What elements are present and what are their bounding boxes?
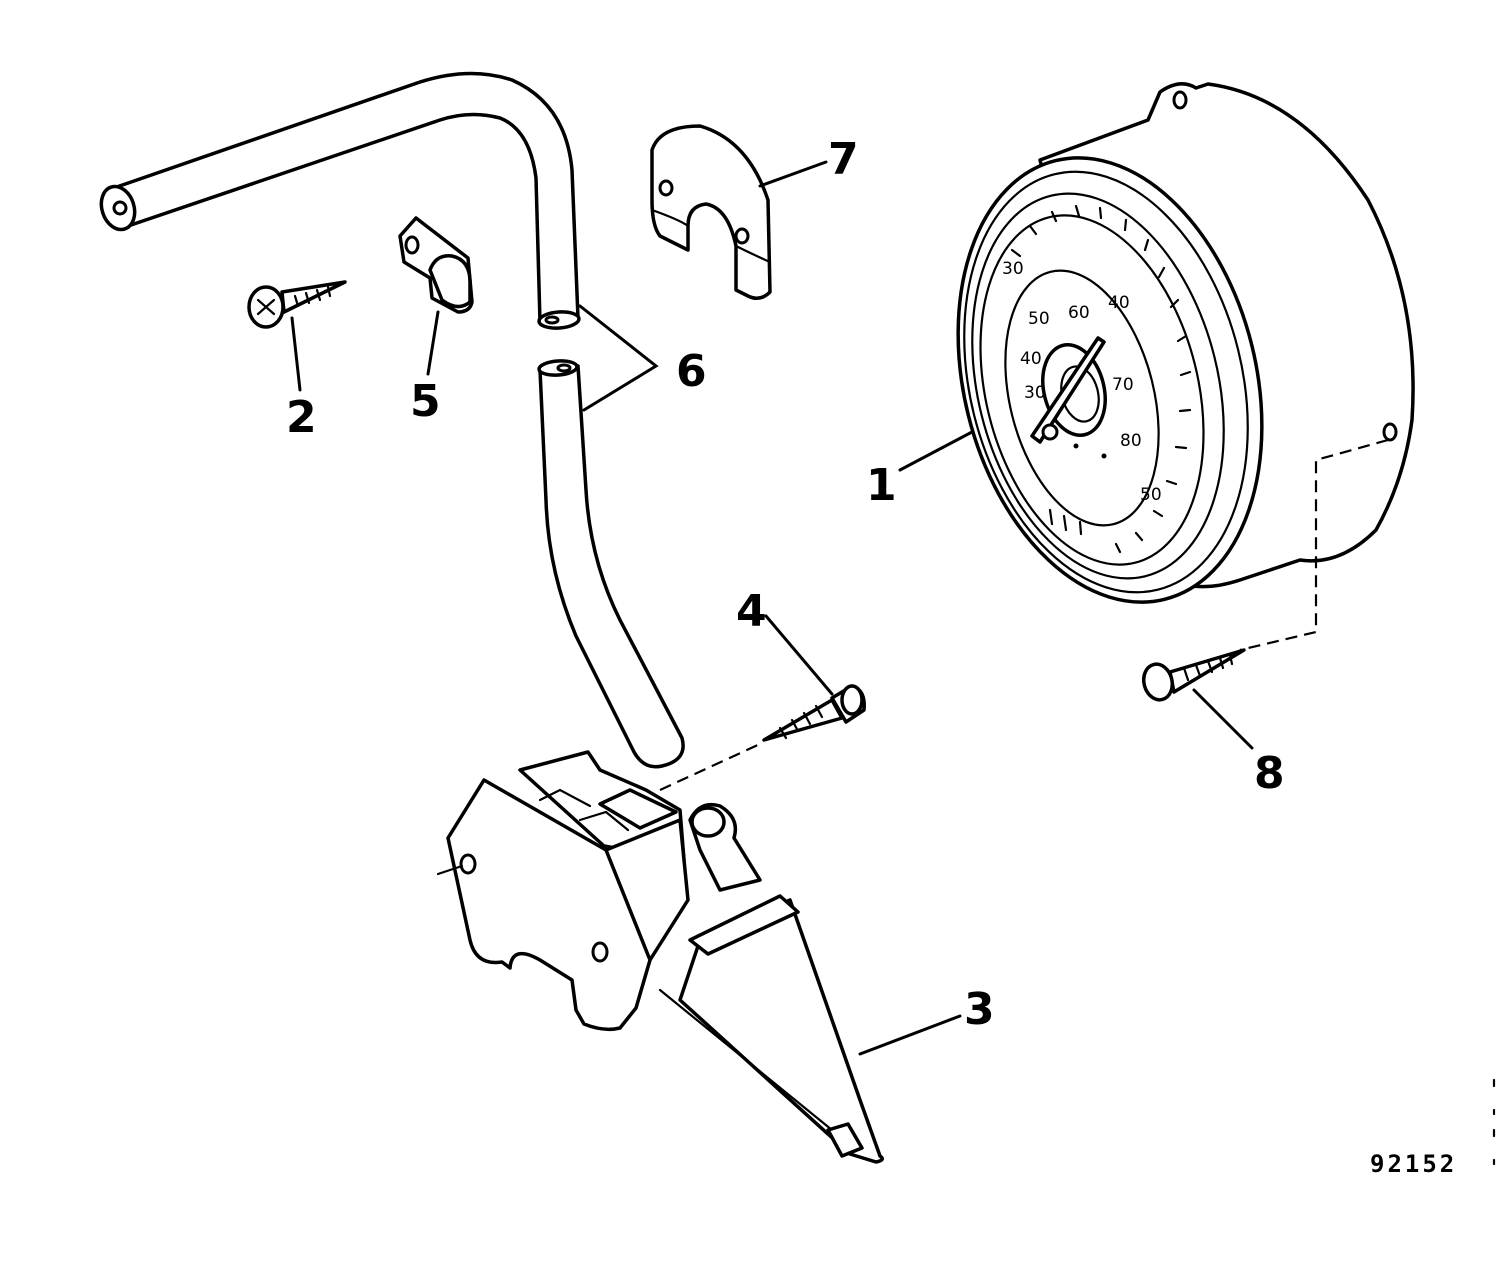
leader-3 — [858, 1014, 962, 1056]
gauge-number-mid-60: 60 — [1068, 303, 1090, 323]
pitot-tube-lower — [537, 359, 685, 769]
gauge-number-mid-30: 30 — [1024, 383, 1046, 403]
callout-6: 6 — [676, 346, 707, 397]
pitot-tube-upper — [99, 71, 581, 330]
gauge-number-mid-50: 50 — [1028, 309, 1050, 329]
callout-7: 7 — [828, 134, 859, 185]
gauge-number-outer-30: 30 — [1002, 259, 1024, 279]
leader-7 — [758, 160, 828, 188]
callout-3: 3 — [964, 984, 995, 1035]
retainer-bracket-7 — [650, 124, 772, 300]
gauge-number-mid-70: 70 — [1112, 375, 1134, 395]
speedometer-gauge-1: 30 40 50 60 40 30 70 80 50 — [956, 82, 1415, 604]
callout-1: 1 — [866, 460, 897, 511]
gauge-number-mid-80: 80 — [1120, 431, 1142, 451]
gauge-number-outer-40: 40 — [1108, 293, 1130, 313]
leader-6 — [578, 304, 659, 412]
leader-4 — [764, 614, 834, 696]
figure-number: 92152 — [1370, 1150, 1457, 1178]
leader-5 — [426, 310, 440, 376]
screw-2 — [247, 280, 347, 329]
leader-2 — [290, 316, 302, 392]
gauge-number-mid-40: 40 — [1020, 349, 1042, 369]
gauge-mounting-dash-line — [1239, 438, 1389, 652]
callout-4: 4 — [736, 586, 767, 637]
leader-8 — [1192, 688, 1254, 750]
callout-5: 5 — [410, 376, 441, 427]
callout-2: 2 — [286, 392, 317, 443]
leader-1 — [898, 430, 974, 472]
callout-8: 8 — [1254, 748, 1285, 799]
hose-clamp-5 — [398, 216, 474, 314]
screw-8 — [1141, 648, 1246, 702]
gauge-number-outer-50: 50 — [1140, 485, 1162, 505]
screw-4 — [762, 684, 866, 742]
pickup-assembly-3 — [436, 750, 884, 1164]
